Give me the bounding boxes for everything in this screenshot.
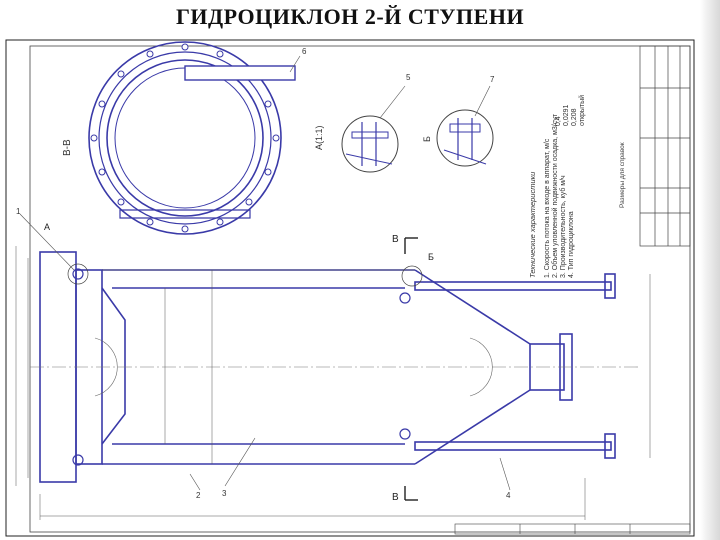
drawing-title: ГИДРОЦИКЛОН 2-Й СТУПЕНИ <box>175 4 525 29</box>
detail-b <box>436 109 494 167</box>
part-label-2: 2 <box>196 491 201 500</box>
section-label-top: В <box>392 234 399 245</box>
callout-b-circle <box>401 265 423 287</box>
engineering-drawing: В-В A(1:1) Б 6 5 7 Технические характери… <box>5 39 695 537</box>
view-bb-label: В-В <box>62 139 73 156</box>
angle-arc-left <box>94 337 118 397</box>
title-block <box>639 45 691 247</box>
callout-b-label: Б <box>428 252 434 262</box>
part-label-5: 5 <box>406 73 411 82</box>
section-markers <box>404 237 418 501</box>
notes-text: Размеры для справок <box>619 142 626 208</box>
part-label-3: 3 <box>222 489 227 498</box>
sheet-frame <box>5 39 695 537</box>
spec-value-3: 0,208 <box>571 108 578 126</box>
spec-line-3: 3. Производительность, куб м/ч <box>559 175 567 278</box>
section-label-bottom: В <box>392 492 399 503</box>
part-label-1: 1 <box>16 207 21 216</box>
spec-line-1: 1. Скорость потока на входе в аппарат, м… <box>544 138 551 278</box>
bottom-stamp-strip <box>454 523 691 535</box>
spec-value-4: открытый <box>578 95 586 126</box>
part-label-4: 4 <box>506 491 511 500</box>
tech-spec-block: Технические характеристики 1. Скорость п… <box>528 113 575 278</box>
page-edge-shadow <box>700 0 720 540</box>
part-label-6: 6 <box>302 47 307 56</box>
detail-a <box>341 115 399 173</box>
spec-values: 0,4 0,0291 0,208 открытый <box>555 95 586 126</box>
spec-heading: Технические характеристики <box>528 171 537 278</box>
callout-a-circle <box>67 263 89 285</box>
spec-value-1: 0,4 <box>555 116 562 126</box>
detail-b-label: Б <box>422 136 432 142</box>
part-label-7: 7 <box>490 75 495 84</box>
detail-a-label: A(1:1) <box>314 125 324 150</box>
view-bb-flange <box>88 41 296 235</box>
dimension-lines <box>15 246 651 520</box>
spec-line-2: 2. Объем уловленной подвижности осадка, … <box>551 113 559 278</box>
drawing-border <box>29 45 691 533</box>
spec-value-2: 0,0291 <box>563 104 570 126</box>
spec-line-4: 4. Тип гидроциклона <box>568 211 575 278</box>
callout-a-label: А <box>44 222 50 232</box>
angle-arc-right <box>469 337 493 397</box>
